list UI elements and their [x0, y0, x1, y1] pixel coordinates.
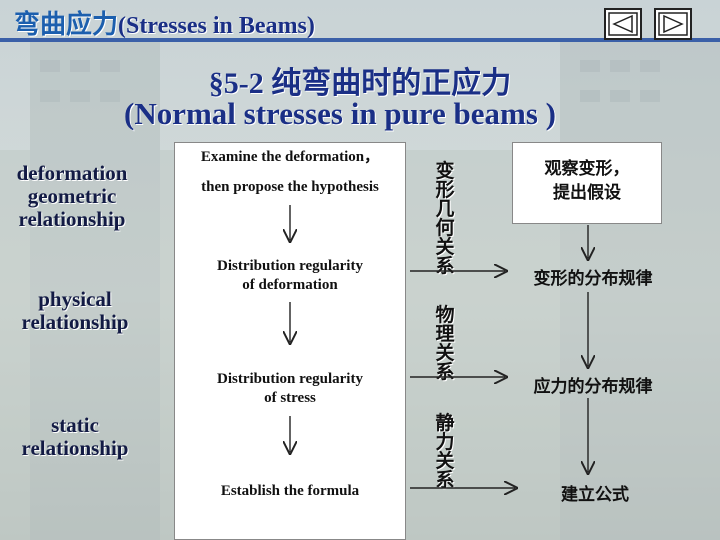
physical-label: physical relationship — [10, 287, 140, 335]
vertical-label-static: 静力关系 — [435, 412, 455, 491]
previous-slide-button[interactable] — [604, 8, 642, 40]
flow-en-step3-line1: Distribution regularity — [217, 371, 363, 387]
label-line: geometric — [27, 184, 117, 209]
flow-cn-step3: 应力的分布规律 — [533, 377, 653, 397]
flow-cn-step4: 建立公式 — [561, 485, 629, 505]
observe-hypothesis-box — [512, 142, 662, 224]
flow-en-step1-line2: then propose the hypothesis — [201, 179, 379, 195]
label-line: physical — [38, 287, 112, 311]
header-title-cn: 弯曲应力 — [14, 10, 119, 40]
label-line: static — [51, 413, 99, 437]
flow-en-step2-line2: of deformation — [242, 277, 338, 293]
flow-cn-step2: 变形的分布规律 — [533, 269, 653, 289]
flow-en-step3-line2: of stress — [264, 390, 316, 406]
flow-cn-step1-line1: 观察变形， — [544, 159, 630, 179]
header-divider — [0, 38, 720, 42]
section-title-en: (Normal stresses in pure beams ) — [124, 96, 556, 131]
label-line: relationship — [21, 436, 129, 461]
previous-arrow-icon — [608, 12, 638, 36]
header-title-en: (Stresses in Beams) — [118, 13, 315, 39]
label-line: relationship — [18, 207, 126, 232]
header-title: 弯曲应力(Stresses in Beams) — [14, 4, 315, 41]
flow-en-step2-line1: Distribution regularity — [217, 258, 363, 274]
deformation-geometric-label: deformation geometric relationship — [6, 161, 138, 232]
label-line: relationship — [21, 310, 129, 335]
section-title-cn: §5-2 纯弯曲时的正应力 — [208, 67, 512, 100]
vertical-label-physical: 物理关系 — [435, 304, 455, 383]
flow-cn-step1-line2: 提出假设 — [553, 183, 621, 203]
flow-en-step1-line1: Examine the deformation， — [200, 149, 380, 165]
label-line: deformation — [16, 161, 128, 185]
flow-en-step4: Establish the formula — [220, 483, 360, 499]
next-slide-button[interactable] — [654, 8, 692, 40]
static-label: static relationship — [10, 413, 140, 461]
next-arrow-icon — [658, 12, 688, 36]
